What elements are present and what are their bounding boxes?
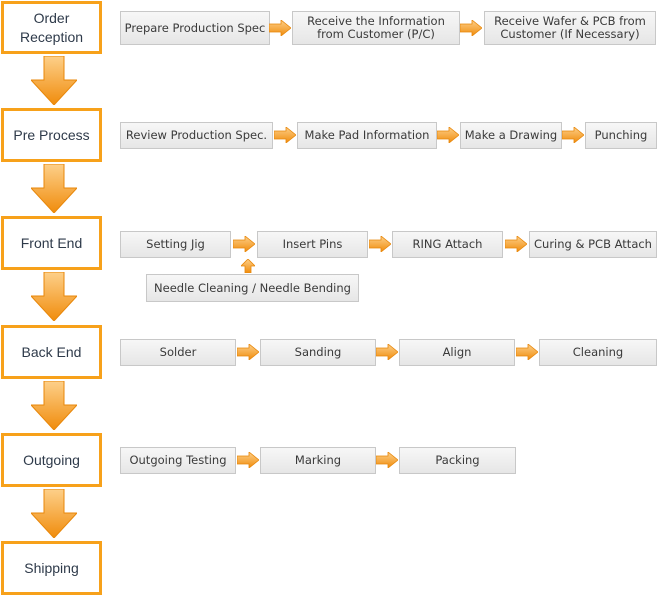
right-arrow-icon <box>233 236 255 252</box>
step-punching: Punching <box>585 122 657 149</box>
step-needle-cleaning-bending: Needle Cleaning / Needle Bending <box>146 274 359 302</box>
right-arrow-icon <box>369 236 391 252</box>
step-curing-pcb-attach: Curing & PCB Attach <box>529 231 657 258</box>
down-arrow-icon <box>31 56 77 105</box>
stage-back-end: Back End <box>1 325 102 379</box>
right-arrow-icon <box>237 344 259 360</box>
right-arrow-icon <box>437 127 459 143</box>
step-solder: Solder <box>120 339 236 366</box>
step-setting-jig: Setting Jig <box>120 231 231 258</box>
down-arrow-icon <box>31 164 77 213</box>
stage-outgoing: Outgoing <box>1 433 102 487</box>
step-make-pad-information: Make Pad Information <box>297 122 437 149</box>
step-align: Align <box>399 339 515 366</box>
up-arrow-icon <box>241 259 255 273</box>
stage-front-end: Front End <box>1 216 102 270</box>
right-arrow-icon <box>562 127 584 143</box>
down-arrow-icon <box>31 272 77 321</box>
right-arrow-icon <box>274 127 296 143</box>
right-arrow-icon <box>505 236 527 252</box>
step-ring-attach: RING Attach <box>392 231 503 258</box>
step-outgoing-testing: Outgoing Testing <box>120 447 236 474</box>
step-prepare-production-spec: Prepare Production Spec <box>120 11 270 45</box>
right-arrow-icon <box>460 20 482 36</box>
step-marking: Marking <box>260 447 376 474</box>
right-arrow-icon <box>269 20 291 36</box>
right-arrow-icon <box>237 452 259 468</box>
step-make-a-drawing: Make a Drawing <box>460 122 562 149</box>
stage-order-reception: Order Reception <box>1 1 102 54</box>
right-arrow-icon <box>376 452 398 468</box>
stage-shipping: Shipping <box>1 541 102 595</box>
step-insert-pins: Insert Pins <box>257 231 368 258</box>
step-cleaning: Cleaning <box>539 339 657 366</box>
step-receive-wafer-pcb: Receive Wafer & PCB from Customer (If Ne… <box>484 11 656 45</box>
step-packing: Packing <box>399 447 516 474</box>
step-receive-information: Receive the Information from Customer (P… <box>292 11 460 45</box>
down-arrow-icon <box>31 381 77 430</box>
stage-pre-process: Pre Process <box>1 108 102 162</box>
step-review-production-spec: Review Production Spec. <box>120 122 273 149</box>
down-arrow-icon <box>31 489 77 538</box>
step-sanding: Sanding <box>260 339 376 366</box>
right-arrow-icon <box>376 344 398 360</box>
right-arrow-icon <box>516 344 538 360</box>
